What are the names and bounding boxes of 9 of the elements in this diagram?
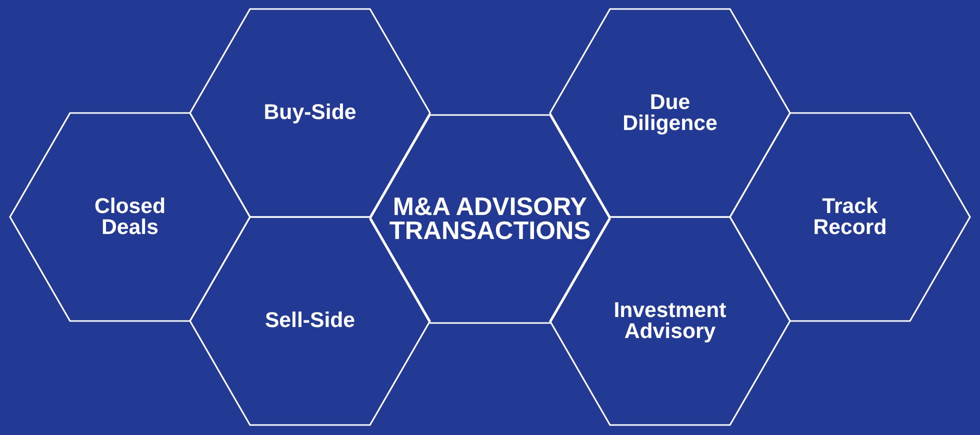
tile-label: Track Record — [812, 196, 888, 238]
hexagon-tile — [730, 113, 970, 321]
central-hexagon — [370, 115, 610, 323]
tile-label: Sell-Side — [264, 310, 356, 332]
tile-label: Closed Deals — [93, 196, 167, 238]
tile-label: Buy-Side — [264, 102, 356, 124]
tile-label: Due Diligence — [622, 92, 718, 134]
central-title: M&A ADVISORY TRANSACTIONS — [388, 194, 592, 244]
tile-label: Investment Advisory — [612, 300, 728, 342]
